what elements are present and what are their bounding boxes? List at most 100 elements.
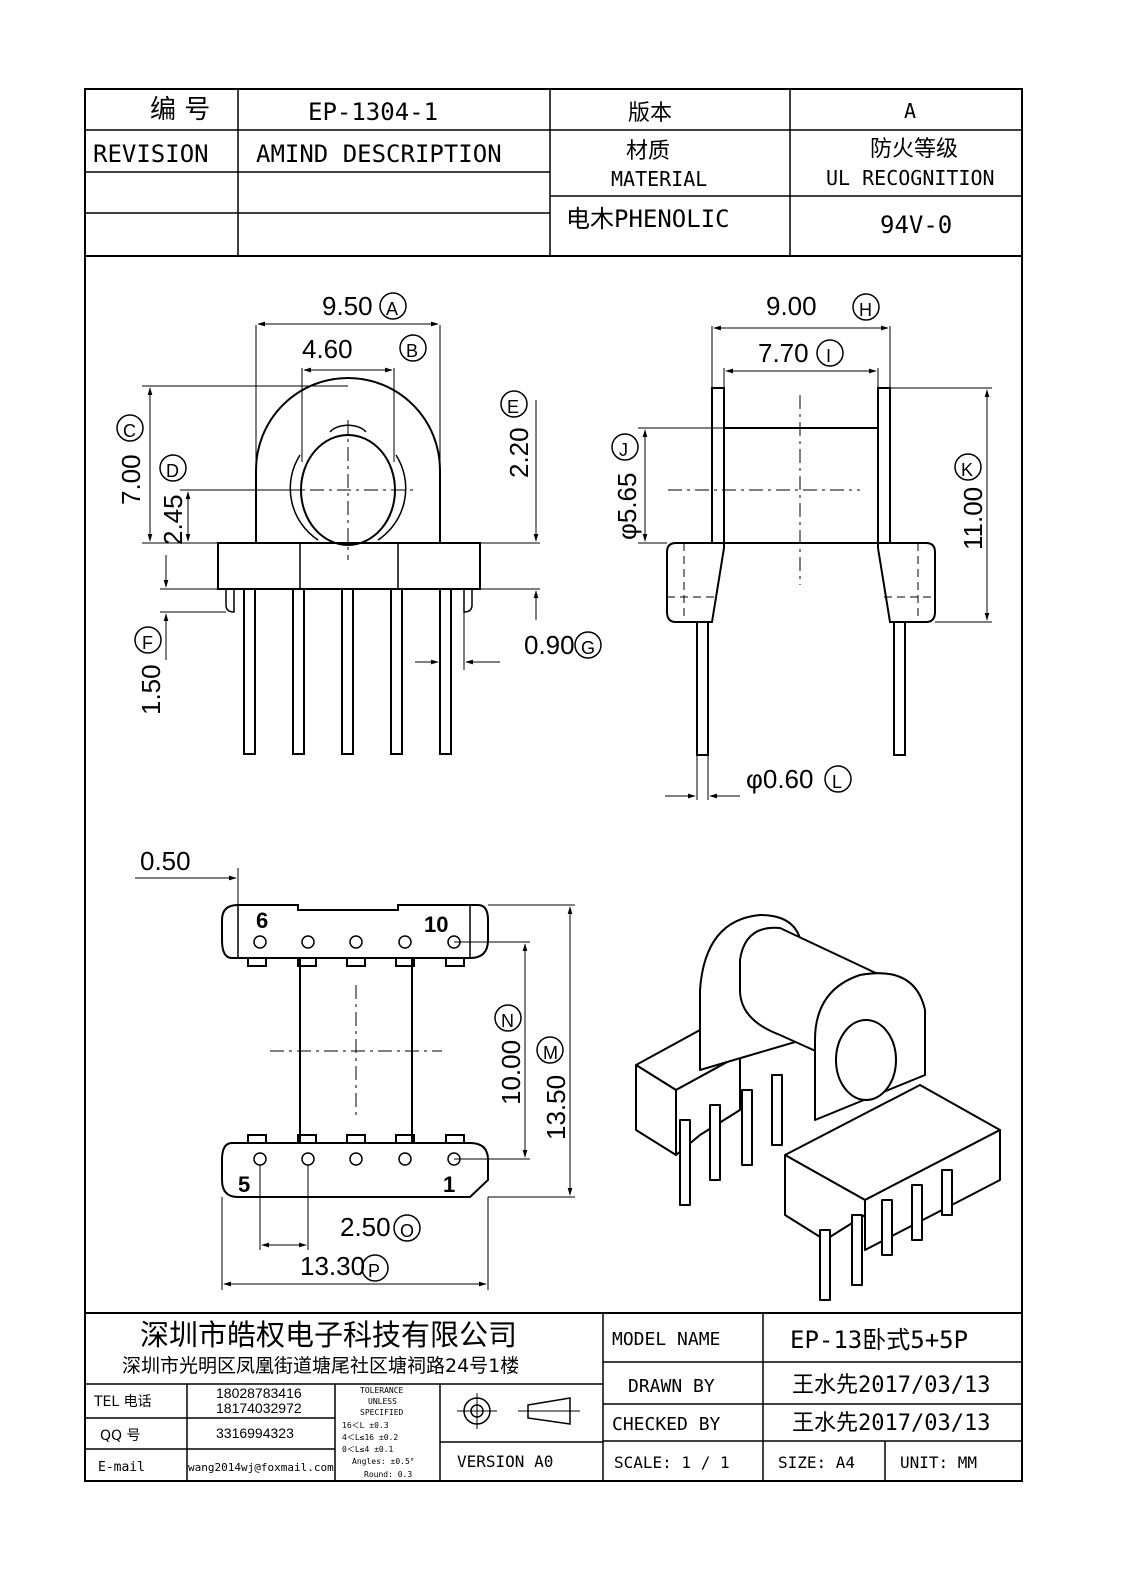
- dim-o-value: 2.50: [340, 1212, 391, 1242]
- dim-j-tag-circle: [611, 433, 639, 461]
- dim-i-tag-circle: [816, 339, 844, 367]
- title-block-lines: [84, 1312, 1022, 1482]
- tel-label: TEL 电话: [93, 1394, 152, 1410]
- pin-1-label: 1: [443, 1172, 455, 1197]
- dim-n-tag-circle: [494, 1004, 522, 1032]
- dim-pad-value: 0.50: [140, 846, 191, 876]
- amend-label: AMIND DESCRIPTION: [256, 140, 502, 168]
- dim-a-tag-circle: [379, 292, 407, 320]
- dim-p-value: 13.30: [300, 1251, 365, 1281]
- dim-h-value: 9.00: [766, 291, 817, 321]
- dim-b-value: 4.60: [302, 334, 353, 364]
- tel-2: 18174032972: [216, 1400, 302, 1416]
- dim-c-tag-circle: [116, 414, 144, 442]
- title-block-symbols: [457, 1393, 580, 1429]
- isometric-view: [635, 914, 1001, 1301]
- dim-e-tag-circle: [500, 390, 528, 418]
- dim-a-tag: A: [386, 299, 398, 319]
- dim-b-tag-circle: [399, 334, 427, 362]
- dim-h-tag: H: [859, 300, 872, 320]
- dim-f-value: 1.50: [136, 664, 166, 715]
- dim-e-tag: E: [507, 397, 519, 417]
- dim-j-tag: J: [619, 440, 628, 460]
- dim-l-tag-circle: [824, 765, 852, 793]
- dim-h-tag-circle: [852, 293, 880, 321]
- bottom-view-dims: [135, 868, 575, 1290]
- company-name: 深圳市皓权电子科技有限公司: [140, 1318, 517, 1352]
- size-label: SIZE: A4: [778, 1453, 855, 1472]
- dim-p-tag: P: [368, 1261, 380, 1281]
- title-block-text: 深圳市皓权电子科技有限公司 深圳市光明区凤凰街道塘尾社区塘祠路24号1楼 TEL…: [93, 1318, 990, 1479]
- dim-m-value: 13.50: [541, 1075, 571, 1140]
- email-value: wang2014wj@foxmail.com: [188, 1461, 334, 1474]
- tolerance-line-7: Round: 0.3: [364, 1470, 412, 1479]
- number-label: 编 号: [150, 95, 210, 125]
- tolerance-line-0: TOLERANCE: [360, 1386, 404, 1395]
- side-view: [666, 387, 936, 756]
- dim-f-tag: F: [142, 633, 153, 653]
- version-a0: VERSION A0: [457, 1452, 553, 1471]
- tolerance-line-1: UNLESS: [368, 1397, 397, 1406]
- side-view-labels: 9.00 H 7.70 I J φ5.65 K 11.00 φ0.60 L: [611, 291, 988, 794]
- model-value: EP-13卧式5+5P: [790, 1326, 968, 1354]
- dim-f-tag-circle: [134, 626, 162, 654]
- tolerance-line-4: 4＜L≤16 ±0.2: [342, 1433, 398, 1442]
- dim-o-tag: O: [400, 1221, 414, 1241]
- dim-i-value: 7.70: [758, 338, 809, 368]
- checked-label: CHECKED BY: [612, 1414, 721, 1435]
- side-view-dims: [638, 325, 992, 800]
- tolerance-line-5: 0＜L≤4 ±0.1: [342, 1445, 394, 1454]
- dim-k-tag-circle: [954, 453, 982, 481]
- fire-label-cn: 防火等级: [870, 137, 958, 162]
- dim-m-tag: M: [543, 1043, 558, 1063]
- tolerance-line-2: SPECIFIED: [360, 1408, 404, 1417]
- dim-l-tag: L: [832, 772, 842, 792]
- dim-e-value: 2.20: [504, 427, 534, 478]
- version-value: A: [904, 99, 916, 123]
- material-label-cn: 材质: [626, 139, 670, 164]
- pin-10-label: 10: [424, 912, 448, 937]
- revision-label: REVISION: [93, 140, 209, 168]
- unit-label: UNIT: MM: [900, 1453, 977, 1472]
- bottom-view: [221, 904, 489, 1198]
- dim-d-tag: D: [166, 461, 179, 481]
- dim-o-tag-circle: [393, 1214, 421, 1242]
- bottom-view-labels: 0.50 6 10 5 1 M 13.50 N 10.00 2.50 O 13.…: [140, 846, 571, 1282]
- fire-value: 94V-0: [880, 211, 952, 239]
- dim-a-value: 9.50: [322, 291, 373, 321]
- material-value: 电木PHENOLIC: [566, 205, 730, 233]
- dim-d-value: 2.45: [158, 494, 188, 545]
- header-text: 编 号 EP-1304-1 版本 A REVISION AMIND DESCRI…: [93, 95, 995, 239]
- dim-n-tag: N: [501, 1011, 514, 1031]
- email-label: E-mail: [98, 1460, 145, 1475]
- tolerance-line-3: 16＜L ±0.3: [342, 1421, 389, 1430]
- dim-i-tag: I: [826, 346, 831, 366]
- pin-5-label: 5: [238, 1172, 250, 1197]
- header-table: [84, 88, 1022, 257]
- tel-1: 18028783416: [216, 1385, 302, 1401]
- dim-m-tag-circle: [536, 1036, 564, 1064]
- dim-k-tag: K: [961, 460, 973, 480]
- dim-n-value: 10.00: [496, 1040, 526, 1105]
- number-value: EP-1304-1: [308, 98, 438, 126]
- drawn-label: DRAWN BY: [628, 1376, 715, 1397]
- version-label: 版本: [628, 101, 672, 126]
- fire-label-en: UL RECOGNITION: [826, 166, 995, 190]
- front-view-dims: [142, 321, 540, 670]
- dim-c-value: 7.00: [116, 454, 146, 505]
- dim-k-value: 11.00: [958, 487, 988, 550]
- drawn-value: 王水先2017/03/13: [792, 1373, 990, 1398]
- company-address: 深圳市光明区凤凰街道塘尾社区塘祠路24号1楼: [122, 1355, 519, 1377]
- scale-label: SCALE: 1 / 1: [614, 1453, 730, 1472]
- checked-value: 王水先2017/03/13: [792, 1411, 990, 1436]
- qq-value: 3316994323: [216, 1425, 294, 1441]
- material-label-en: MATERIAL: [611, 167, 707, 191]
- dim-b-tag: B: [406, 341, 418, 361]
- dim-l-value: φ0.60: [746, 764, 813, 794]
- dim-g-tag-circle: [574, 631, 602, 659]
- dim-g-value: 0.90: [524, 630, 575, 660]
- pin-6-label: 6: [256, 908, 268, 933]
- front-view-labels: 9.50 A 4.60 B C 7.00 D 2.45 E 2.20 F 1.5…: [116, 291, 602, 715]
- dim-p-tag-circle: [361, 1254, 389, 1282]
